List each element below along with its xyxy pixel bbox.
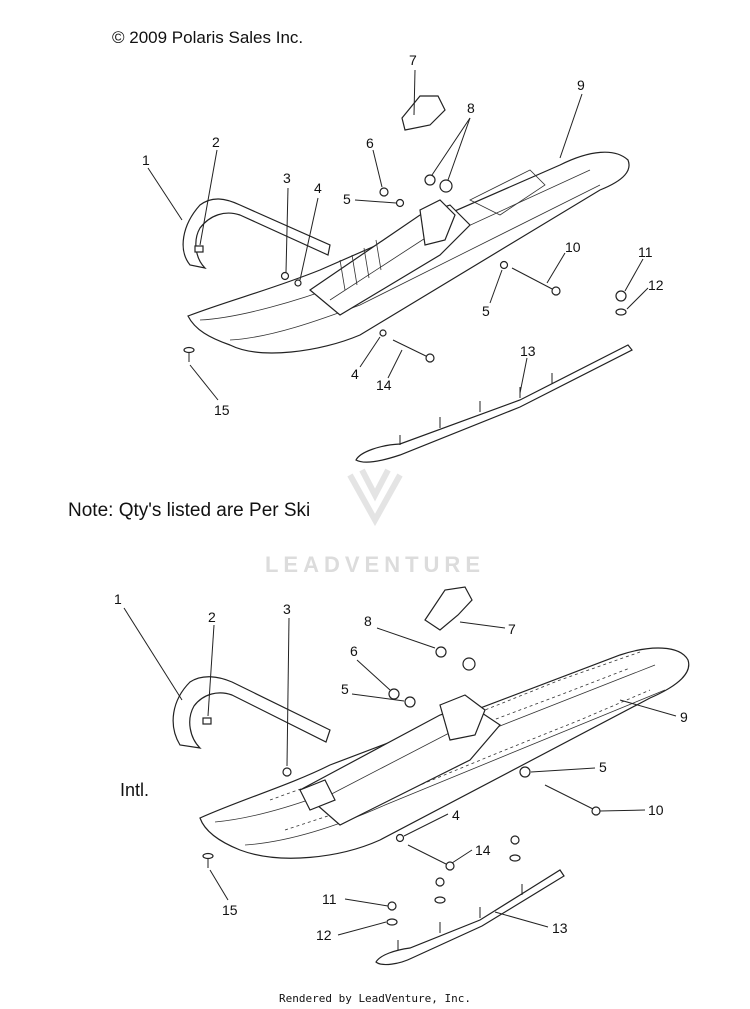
- bottom-callout-10: 10: [648, 802, 664, 818]
- top-callout-9: 9: [577, 77, 585, 93]
- top-callout-15: 15: [214, 402, 230, 418]
- bottom-callout-6: 6: [350, 643, 358, 659]
- top-callout-4b: 4: [351, 366, 359, 382]
- top-callout-12: 12: [648, 277, 664, 293]
- top-callout-5b: 5: [482, 303, 490, 319]
- bottom-callout-11: 11: [322, 891, 337, 907]
- footer-text: Rendered by LeadVenture, Inc.: [278, 992, 472, 1005]
- top-callout-2: 2: [212, 134, 220, 150]
- bottom-callout-1: 1: [114, 591, 122, 607]
- top-callout-6: 6: [366, 135, 374, 151]
- bottom-part-7: [424, 586, 473, 631]
- bottom-callout-9: 9: [680, 709, 688, 725]
- top-callout-7: 7: [409, 52, 417, 68]
- bottom-runner: [375, 869, 565, 966]
- bottom-callout-8: 8: [364, 613, 372, 629]
- bottom-callout-12: 12: [316, 927, 332, 943]
- top-part-7: [401, 95, 446, 131]
- top-callout-1: 1: [142, 152, 150, 168]
- top-callout-8: 8: [467, 100, 475, 116]
- bottom-callout-4: 4: [452, 807, 460, 823]
- bottom-callout-7: 7: [508, 621, 516, 637]
- bottom-callout-5b: 5: [599, 759, 607, 775]
- watermark-text: LEADVENTURE: [264, 552, 485, 577]
- top-callout-4: 4: [314, 180, 322, 196]
- top-ski-handle: [182, 198, 331, 269]
- top-ski-assembly: 1 2 3 4 5 6 7 8 9 10 11 12 5 4 14 15 13: [142, 52, 664, 463]
- watermark-logo: [347, 468, 403, 527]
- bottom-callout-2: 2: [208, 609, 216, 625]
- top-callout-11: 11: [638, 244, 653, 260]
- top-callout-14: 14: [376, 377, 392, 393]
- bottom-ski-handle: [172, 676, 331, 749]
- bottom-callout-13: 13: [552, 920, 568, 936]
- bottom-callout-5: 5: [341, 681, 349, 697]
- note-text: Note: Qty's listed are Per Ski: [68, 500, 311, 521]
- bottom-callout-3: 3: [283, 601, 291, 617]
- top-callout-10: 10: [565, 239, 581, 255]
- top-callout-13: 13: [520, 343, 536, 359]
- bottom-ski-assembly: 1 2 3 8 7 6 5 9 5 10 4 14 11 12 13 15: [114, 586, 690, 966]
- top-runner: [355, 344, 633, 463]
- top-callout-3: 3: [283, 170, 291, 186]
- bottom-callout-14: 14: [475, 842, 491, 858]
- copyright-text: © 2009 Polaris Sales Inc.: [112, 28, 304, 47]
- top-callout-5: 5: [343, 191, 351, 207]
- intl-label: Intl.: [120, 780, 150, 800]
- bottom-callout-15: 15: [222, 902, 238, 918]
